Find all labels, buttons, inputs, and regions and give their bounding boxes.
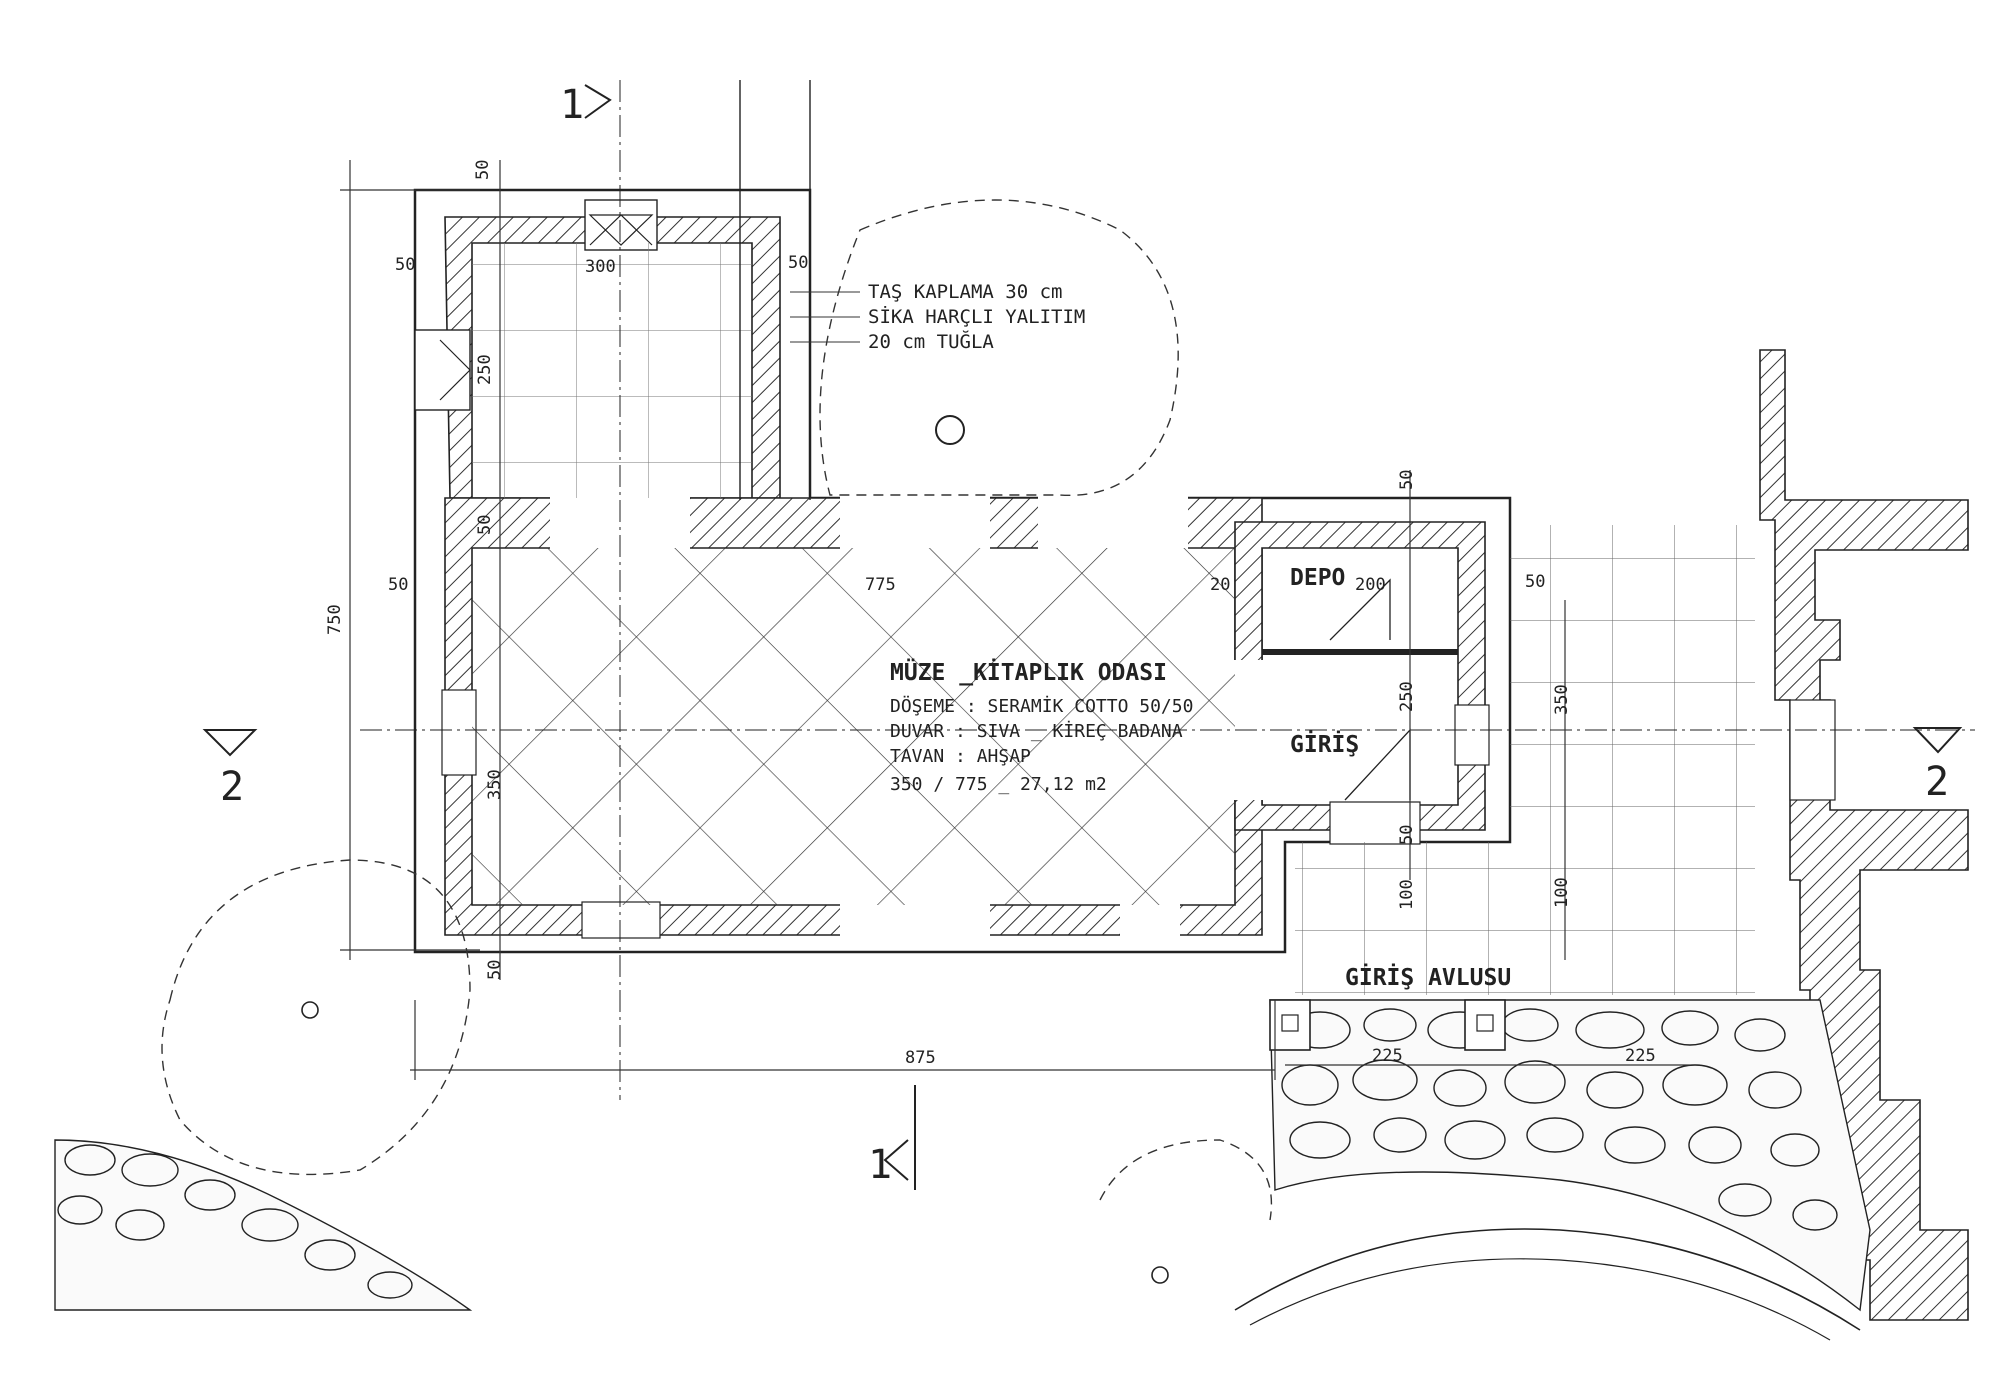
museum-spec-area: 350 / 775 _ 27,12 m2 — [890, 774, 1107, 795]
dim-50-mid-upper: 50 — [475, 515, 495, 535]
dim-right-50: 50 — [788, 253, 808, 273]
section-1-bottom-arrow — [883, 1139, 909, 1181]
planter-left-mark — [1281, 1014, 1299, 1032]
garden-path-curve-inner — [1249, 1258, 1831, 1341]
opening-south-3 — [1120, 902, 1180, 938]
room-name-museum: MÜZE _KİTAPLIK ODASI — [890, 658, 1167, 686]
dim-20: 20 — [1210, 575, 1230, 595]
planter-right — [1464, 999, 1506, 1051]
dim-350-right: 350 — [1552, 684, 1572, 715]
tree-south-canopy — [1099, 1139, 1273, 1221]
dim-300: 300 — [585, 257, 616, 277]
dim-200: 200 — [1355, 575, 1386, 595]
museum-spec-ceiling: TAVAN : AHŞAP — [890, 746, 1031, 767]
tree-trunk-southwest — [301, 1001, 319, 1019]
dim-250-upper: 250 — [475, 354, 495, 385]
planter-boxes — [1269, 999, 1506, 1051]
dim-775: 775 — [865, 575, 896, 595]
dim-50-bottom: 50 — [485, 960, 505, 980]
planter-right-mark — [1476, 1014, 1494, 1032]
opening-north-2 — [1038, 496, 1188, 552]
courtyard-floor-grid — [1510, 525, 1755, 995]
dim-100-a: 100 — [1397, 879, 1417, 910]
garden-path-curve — [1234, 1228, 1861, 1331]
section-2-left-arrow — [202, 729, 258, 757]
section-1-bottom-number: 1 — [868, 1142, 892, 1188]
cobblestone-paving — [1269, 999, 1871, 1312]
dim-750: 750 — [325, 604, 345, 635]
room-name-giris-avlusu: GİRİŞ AVLUSU — [1345, 963, 1511, 991]
opening-south-1 — [581, 901, 661, 939]
reference-lines — [360, 80, 1975, 1190]
depo-door-swing — [1329, 578, 1391, 641]
dimension-texts: 50 50 300 50 250 50 750 50 775 20 200 50… — [325, 160, 1656, 1068]
section-1-top-number: 1 — [560, 82, 584, 128]
dim-250-giris: 250 — [1397, 681, 1417, 712]
museum-spec-wall: DUVAR : SIVA _ KİREÇ BADANA — [890, 721, 1183, 742]
dim-100-b: 100 — [1552, 877, 1572, 908]
dim-225-a: 225 — [1372, 1046, 1403, 1066]
opening-west-main — [441, 689, 477, 776]
southwest-stone-edge — [54, 1139, 473, 1311]
tree-southwest-canopy — [161, 859, 471, 1176]
section-2-right-arrow — [1912, 727, 1963, 754]
east-wall-opening — [1789, 699, 1836, 801]
dimension-lines — [340, 160, 1700, 1080]
dim-875: 875 — [905, 1048, 936, 1068]
dim-50-right: 50 — [1525, 572, 1545, 592]
section-2-left-number: 2 — [220, 764, 244, 810]
floor-patterns — [472, 243, 1755, 995]
tree-trunk-north — [935, 415, 965, 445]
door-north — [584, 199, 658, 251]
opening-giris-east — [1454, 704, 1490, 766]
museum-spec-floor: DÖŞEME : SERAMİK COTTO 50/50 — [890, 695, 1193, 717]
room-name-giris: GİRİŞ — [1290, 730, 1359, 758]
north-annex-floor-grid — [472, 243, 752, 498]
room-name-depo: DEPO — [1290, 565, 1345, 591]
wall-notes: TAŞ KAPLAMA 30 cm SİKA HARÇLI YALITIM 20… — [790, 281, 1085, 353]
section-2-right-number: 2 — [1925, 759, 1949, 805]
dim-left-50a: 50 — [395, 255, 415, 275]
dim-50-left-mid: 50 — [388, 575, 408, 595]
wall-note-insulation: SİKA HARÇLI YALITIM — [868, 305, 1085, 328]
door-north-swing — [588, 214, 654, 246]
dim-350-left: 350 — [485, 769, 505, 800]
main-room-floor-diagonal — [472, 548, 1235, 905]
section-1-top-arrow — [584, 84, 612, 119]
opening-south-2 — [840, 902, 990, 938]
dim-50-depo-top: 50 — [1397, 470, 1417, 490]
opening-north-1 — [840, 496, 990, 552]
room-labels: MÜZE _KİTAPLIK ODASI DÖŞEME : SERAMİK CO… — [890, 565, 1511, 991]
opening-giris-south — [1329, 801, 1421, 845]
trees — [161, 199, 1273, 1221]
dim-top-50: 50 — [473, 160, 493, 180]
dim-225-b: 225 — [1625, 1046, 1656, 1066]
section-markers: 1 1 2 2 — [202, 82, 1963, 1188]
planter-left — [1269, 999, 1311, 1051]
entrance-floor-grid — [1295, 842, 1510, 995]
dim-50-giris-bottom: 50 — [1397, 825, 1417, 845]
tree-trunk-south — [1151, 1266, 1169, 1284]
window-west-mark — [439, 339, 471, 401]
tree-north-canopy — [819, 199, 1179, 496]
wall-note-stone: TAŞ KAPLAMA 30 cm — [868, 281, 1062, 303]
wall-note-brick: 20 cm TUĞLA — [868, 329, 994, 353]
paving-boundary — [1269, 999, 1871, 1312]
